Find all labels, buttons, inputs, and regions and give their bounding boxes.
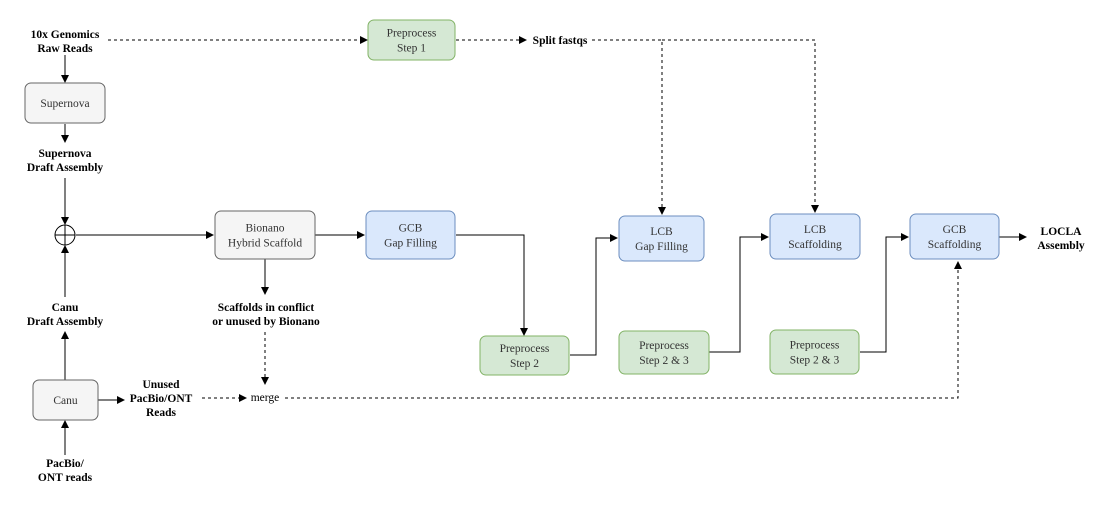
box-label-line: Scaffolding (928, 239, 982, 251)
edge-merge-to-gcb-scaf (285, 261, 962, 399)
box-label-line: GCB (943, 224, 967, 236)
box-label-line: Preprocess (500, 343, 550, 355)
edge-gcb-gap-to-preprocess2 (456, 234, 528, 336)
label-line: PacBio/ONT (130, 393, 193, 405)
label-merge: merge (249, 390, 281, 404)
box-label-line: Scaffolding (788, 239, 842, 251)
label-line: Canu (52, 302, 79, 314)
box-shape (32, 379, 99, 421)
edge-preprocess23a-to-lcb-scaf (709, 233, 769, 353)
box-gcb-gap: GCB Gap Filling (365, 210, 456, 260)
label-line: Assembly (1037, 240, 1085, 252)
edge-preprocess23b-to-gcb-scaf (860, 233, 909, 353)
label-line: Draft Assembly (27, 162, 104, 174)
box-lcb-gap: LCB Gap Filling (618, 215, 705, 262)
label-line: Draft Assembly (27, 316, 104, 328)
box-label-line: Gap Filling (635, 241, 688, 253)
box-label-line: LCB (650, 226, 673, 238)
label-line: 10x Genomics (31, 29, 100, 41)
box-canu: Canu (32, 379, 99, 421)
label-line: Unused (142, 379, 180, 391)
edge-preprocess2-to-lcb-gap (570, 234, 618, 356)
label-line: PacBio/ (46, 458, 84, 470)
box-shape (769, 213, 861, 260)
box-label-line: Canu (53, 395, 78, 407)
label-line: merge (251, 392, 280, 404)
label-locla-assembly: LOCLA Assembly (1037, 226, 1085, 252)
box-label-line: GCB (399, 223, 423, 235)
box-shape (365, 210, 456, 260)
label-split-fastqs: Split fastqs (533, 35, 588, 47)
box-label-line: Hybrid Scaffold (228, 238, 302, 250)
box-gcb-scaf: GCB Scaffolding (909, 213, 1000, 260)
label-line: ONT reads (38, 472, 93, 484)
label-scaffolds-conflict: Scaffolds in conflict or unused by Bionan… (212, 302, 320, 328)
label-line: Split fastqs (533, 35, 588, 47)
box-label-line: Preprocess (387, 28, 437, 40)
box-shape (367, 19, 456, 61)
label-line: or unused by Bionano (212, 316, 320, 328)
merge-label-bg (249, 390, 281, 404)
box-shape (618, 330, 710, 375)
box-label-line: Bionano (246, 223, 285, 235)
box-label-line: Supernova (40, 98, 89, 110)
box-label-line: Preprocess (639, 340, 689, 352)
box-label-line: Preprocess (790, 340, 840, 352)
label-line: Scaffolds in conflict (218, 302, 315, 314)
label-line: Reads (146, 407, 177, 419)
edges (61, 36, 1027, 455)
edge-split-to-lcb-scaf (662, 39, 819, 213)
merge-circle (54, 224, 76, 246)
box-label-line: Gap Filling (384, 238, 437, 250)
box-label-line: Step 1 (397, 43, 426, 55)
box-shape (618, 215, 705, 262)
label-line: Raw Reads (37, 43, 93, 55)
box-shape (909, 213, 1000, 260)
label-line: Supernova (38, 148, 91, 160)
label-pacbio-reads: PacBio/ONT reads (38, 458, 93, 484)
box-shape (769, 329, 860, 375)
box-label-line: Step 2 & 3 (790, 355, 840, 367)
box-label-line: LCB (804, 224, 827, 236)
box-label-line: Step 2 (510, 358, 539, 370)
box-lcb-scaf: LCB Scaffolding (769, 213, 861, 260)
box-shape (24, 82, 106, 124)
box-shape (479, 335, 570, 376)
box-label-line: Step 2 & 3 (639, 355, 689, 367)
box-supernova: Supernova (24, 82, 106, 124)
label-line: LOCLA (1041, 226, 1083, 238)
box-shape (214, 210, 316, 260)
edge-split-to-lcb-gap (592, 39, 666, 215)
